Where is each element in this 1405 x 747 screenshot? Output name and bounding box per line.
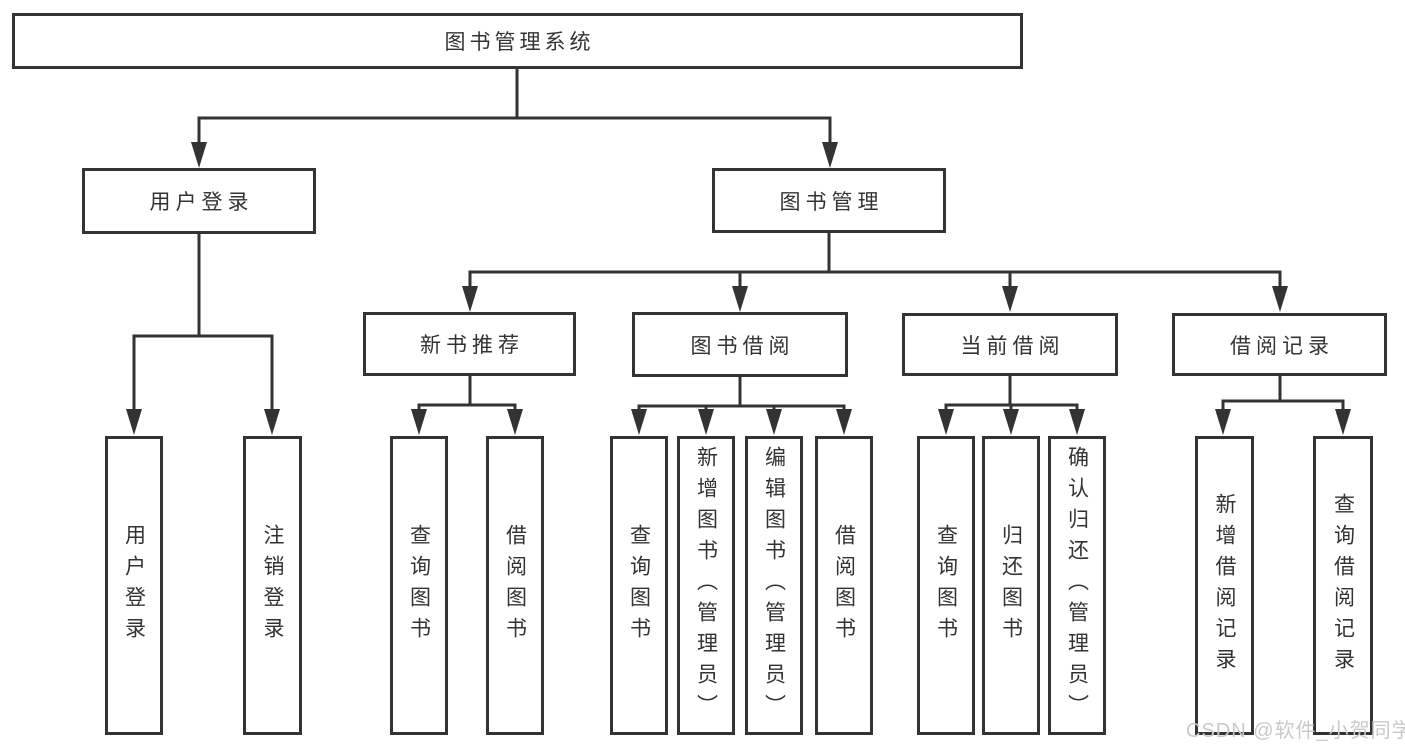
node-current-borrowing: 当前借阅	[902, 313, 1118, 376]
leaf-borrow-book-label: 借阅图书	[832, 523, 856, 648]
leaf-user-login: 用户登录	[105, 436, 163, 735]
leaf-query-book-borrow-label: 查询图书	[627, 523, 651, 648]
leaf-query-book-recommend: 查询图书	[390, 436, 448, 735]
leaf-edit-book-admin-label: 编辑图书（管理员）	[762, 446, 786, 725]
leaf-confirm-return-admin-label: 确认归还（管理员）	[1065, 446, 1089, 725]
leaf-query-borrow-record-label: 查询借阅记录	[1331, 492, 1355, 679]
arrowheads	[126, 142, 1351, 435]
node-new-book-recommend: 新书推荐	[363, 312, 576, 376]
node-user-login-label: 用户登录	[149, 191, 254, 214]
leaf-borrow-book: 借阅图书	[815, 436, 873, 735]
leaf-borrow-book-recommend: 借阅图书	[486, 436, 544, 735]
node-new-book-recommend-label: 新书推荐	[420, 334, 524, 357]
leaf-add-borrow-record-label: 新增借阅记录	[1213, 492, 1236, 679]
leaf-query-book-borrow: 查询图书	[610, 436, 668, 735]
leaf-add-book-admin: 新增图书（管理员）	[677, 436, 735, 735]
node-borrowing-records: 借阅记录	[1172, 313, 1387, 376]
node-current-borrowing-label: 当前借阅	[960, 334, 1065, 358]
leaf-logout-label: 注销登录	[261, 523, 284, 648]
node-book-management-label: 图书管理	[779, 190, 884, 214]
leaf-user-login-label: 用户登录	[122, 523, 146, 648]
leaf-logout: 注销登录	[243, 436, 302, 735]
leaf-query-book-current: 查询图书	[917, 436, 975, 735]
leaf-confirm-return-admin: 确认归还（管理员）	[1048, 436, 1106, 735]
leaf-query-book-current-label: 查询图书	[934, 523, 958, 648]
node-book-borrowing: 图书借阅	[632, 312, 848, 377]
leaf-borrow-book-recommend-label: 借阅图书	[503, 523, 527, 648]
node-book-borrowing-label: 图书借阅	[690, 334, 795, 358]
leaf-query-borrow-record: 查询借阅记录	[1313, 436, 1373, 735]
leaf-return-book: 归还图书	[982, 436, 1040, 735]
node-root: 图书管理系统	[12, 13, 1023, 69]
node-user-login: 用户登录	[82, 168, 316, 234]
leaf-add-borrow-record: 新增借阅记录	[1195, 436, 1254, 735]
leaf-return-book-label: 归还图书	[999, 523, 1023, 648]
watermark: CSDN @软件_小贺同学	[1186, 720, 1405, 742]
node-root-label: 图书管理系统	[444, 31, 595, 54]
node-book-management: 图书管理	[712, 168, 946, 233]
node-borrowing-records-label: 借阅记录	[1230, 334, 1334, 358]
leaf-add-book-admin-label: 新增图书（管理员）	[694, 446, 718, 725]
leaf-query-book-recommend-label: 查询图书	[407, 523, 431, 648]
leaf-edit-book-admin: 编辑图书（管理员）	[745, 436, 803, 735]
